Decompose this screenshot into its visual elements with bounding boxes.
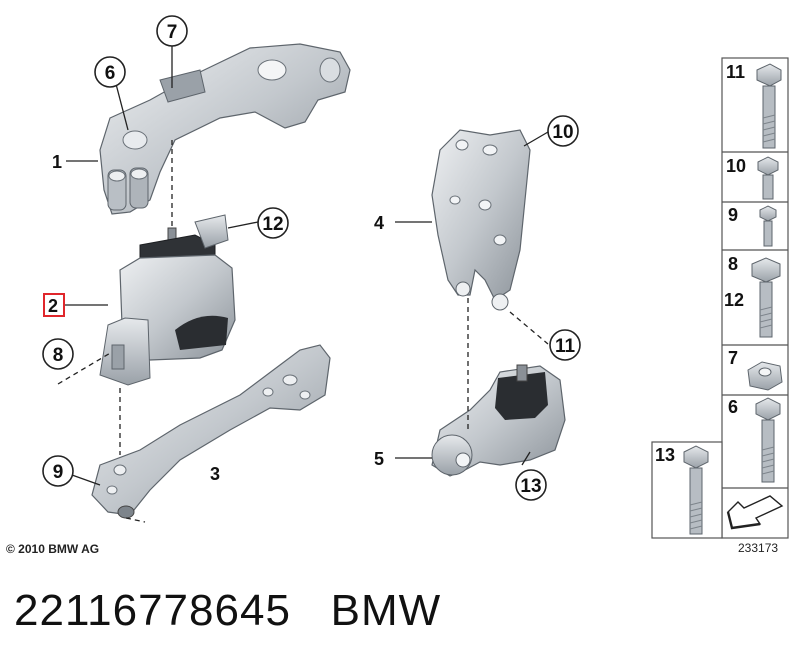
callout-2-highlight[interactable]: 2 <box>43 293 65 317</box>
bolt-13-icon <box>683 445 709 535</box>
hw-side-13-label: 13 <box>655 445 675 465</box>
hw-row-10-label: 10 <box>726 156 746 176</box>
callout-7: 7 <box>167 22 178 43</box>
leader-lines <box>65 44 549 486</box>
callout-circle-7[interactable]: 7 <box>156 15 188 47</box>
hw-row-6-label: 6 <box>728 397 738 417</box>
callout-circle-13[interactable]: 13 <box>515 469 547 501</box>
hw-row-11-label: 11 <box>726 62 745 82</box>
callout-2[interactable]: 2 <box>48 296 58 316</box>
callout-6: 6 <box>105 63 116 84</box>
copyright-text: © 2010 BMW AG <box>6 542 100 556</box>
callout-9: 9 <box>53 462 64 483</box>
part-3-support-arm[interactable] <box>91 344 331 519</box>
footer-caption: 22116778645 BMW <box>14 586 441 636</box>
bolt-11-icon <box>756 63 782 149</box>
hw-row-12-label: 12 <box>724 290 744 310</box>
part-1-bracket[interactable] <box>99 43 351 215</box>
dashed-lines <box>57 140 549 523</box>
brand-name: BMW <box>330 586 442 635</box>
callout-circle-10[interactable]: 10 <box>547 115 579 147</box>
callout-4[interactable]: 4 <box>374 213 384 233</box>
hw-row-8-label: 8 <box>728 254 738 274</box>
callout-10: 10 <box>552 122 573 143</box>
nut-7-icon <box>747 361 783 391</box>
callout-13: 13 <box>520 476 541 497</box>
diagram-reference-number: 233173 <box>738 541 779 555</box>
callout-8: 8 <box>53 345 64 366</box>
part-5-torque-rod[interactable] <box>431 364 566 477</box>
callout-1[interactable]: 1 <box>52 152 62 172</box>
part-4-bracket[interactable] <box>431 129 531 311</box>
callout-5[interactable]: 5 <box>374 449 384 469</box>
callout-circle-12[interactable]: 12 <box>257 207 289 239</box>
callout-circle-9[interactable]: 9 <box>42 455 74 487</box>
washer-symbol-icon <box>726 495 784 530</box>
callout-11: 11 <box>555 336 576 357</box>
bolt-6-icon <box>755 397 781 483</box>
part-2-engine-mount[interactable] <box>99 214 236 386</box>
part-number: 22116778645 <box>14 586 291 635</box>
bolt-9-icon <box>759 205 777 247</box>
callout-circle-8[interactable]: 8 <box>42 338 74 370</box>
hw-row-9-label: 9 <box>728 205 738 225</box>
callout-3[interactable]: 3 <box>210 464 220 484</box>
bolt-10-icon <box>757 156 779 200</box>
callout-12: 12 <box>262 214 283 235</box>
callout-circle-11[interactable]: 11 <box>549 329 581 361</box>
callout-circle-6[interactable]: 6 <box>94 56 126 88</box>
bolt-8-12-icon <box>751 257 781 338</box>
hardware-table: 11 10 9 8 12 7 6 13 <box>651 57 789 539</box>
hw-row-7-label: 7 <box>728 348 738 368</box>
